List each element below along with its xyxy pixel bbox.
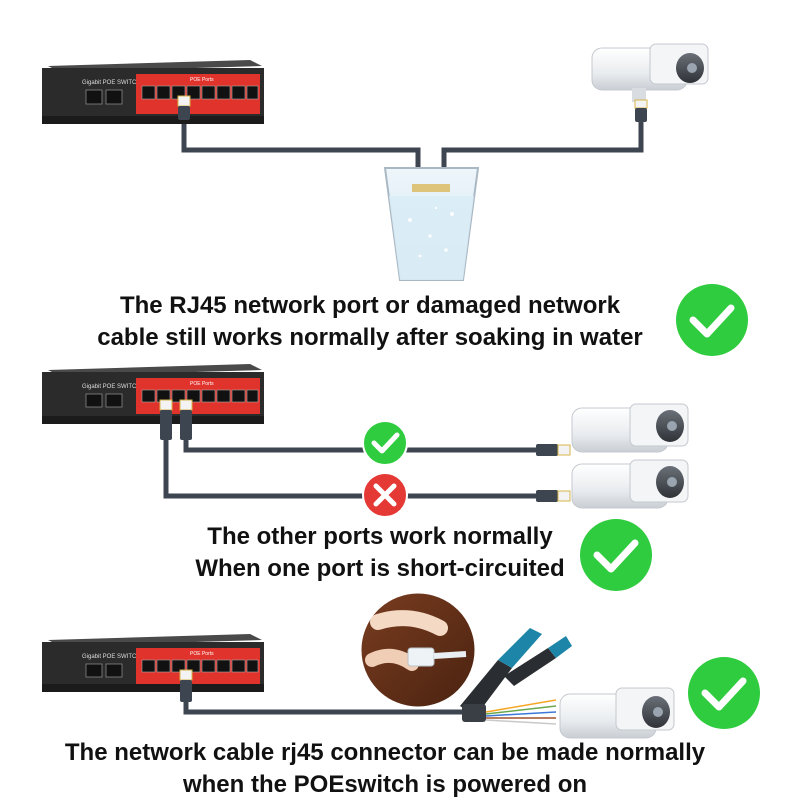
cable-lower <box>163 440 540 499</box>
caption-line: The network cable rj45 connector can be … <box>64 739 706 766</box>
poe-ports-label: POE Ports <box>190 651 214 657</box>
cable-switch-to-glass <box>181 118 421 188</box>
caption-line: When one port is short-circuited <box>195 555 565 582</box>
cable-upper <box>183 440 540 453</box>
cross-icon <box>362 472 408 518</box>
rj45-plug <box>536 444 571 456</box>
poe-ports-label: POE Ports <box>190 77 214 83</box>
check-icon <box>362 420 408 466</box>
caption-crimping-test: The network cable rj45 connector can be … <box>0 737 770 801</box>
rj45-plug <box>177 95 191 120</box>
scene-3: Gigabit POE SWITCH POE Ports <box>42 590 760 739</box>
poe-ports-label: POE Ports <box>190 381 214 387</box>
switch-title: Gigabit POE SWITCH <box>82 654 141 660</box>
rj45-plug <box>179 669 193 702</box>
camera <box>559 687 675 739</box>
caption-line: The RJ45 network port or damaged network <box>119 292 621 319</box>
scene-1: Gigabit POE SWITCH POE Ports <box>42 43 748 356</box>
switch-title: Gigabit POE SWITCH <box>82 80 141 86</box>
check-icon <box>688 657 760 729</box>
crimper-tool <box>460 628 572 725</box>
scene-2: Gigabit POE SWITCH POE Ports <box>42 364 689 591</box>
camera <box>571 459 689 509</box>
check-icon <box>676 284 748 356</box>
check-icon <box>580 519 652 591</box>
rj45-plug <box>159 399 173 440</box>
caption-line: The other ports work normally <box>207 523 553 550</box>
poe-switch: Gigabit POE SWITCH POE Ports <box>42 364 264 424</box>
rj45-plug <box>179 399 193 440</box>
water-glass <box>383 167 480 281</box>
switch-title: Gigabit POE SWITCH <box>82 384 141 390</box>
caption-short-circuit-test: The other ports work normally When one p… <box>0 521 760 585</box>
connector-photo <box>358 590 478 710</box>
cable-switch-to-crimper <box>183 700 470 715</box>
camera <box>591 43 709 122</box>
camera <box>571 403 689 453</box>
caption-line: when the POEswitch is powered on <box>182 771 588 798</box>
poe-switch: Gigabit POE SWITCH POE Ports <box>42 60 264 124</box>
poe-switch: Gigabit POE SWITCH POE Ports <box>42 634 264 692</box>
caption-water-test: The RJ45 network port or damaged network… <box>0 290 740 354</box>
rj45-plug <box>536 490 571 502</box>
caption-line: cable still works normally after soaking… <box>97 324 643 351</box>
